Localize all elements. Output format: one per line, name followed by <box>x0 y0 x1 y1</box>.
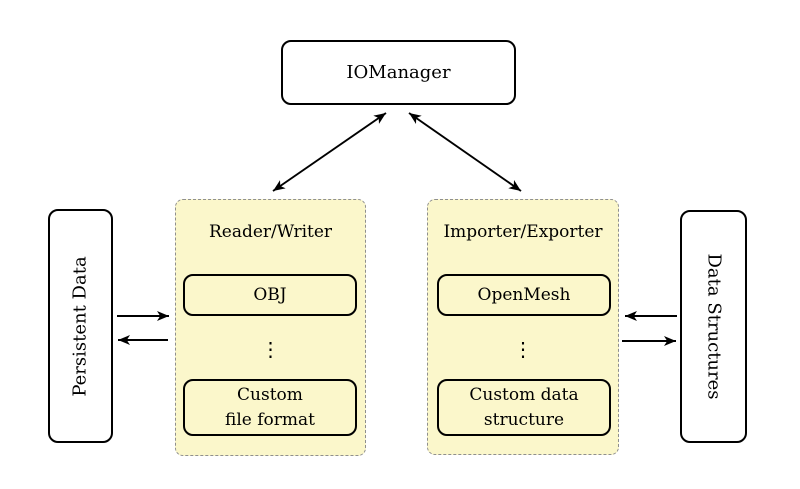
importer-exporter-title: Importer/Exporter <box>443 222 603 242</box>
custom-file-format-label: Custom file format <box>225 384 315 430</box>
iomanager-node: IOManager <box>281 40 516 105</box>
persistent-data-label: Persistent Data <box>70 255 92 397</box>
left-ellipsis: ⋮ <box>260 337 281 361</box>
right-ellipsis: ⋮ <box>513 337 533 361</box>
custom-data-structure-node: Custom data structure <box>437 379 611 436</box>
custom-file-format-node: Custom file format <box>183 379 357 436</box>
reader-writer-title: Reader/Writer <box>208 222 333 242</box>
data-structures-node: Data Structures <box>680 210 747 443</box>
obj-node: OBJ <box>183 274 357 316</box>
custom-data-structure-label: Custom data structure <box>469 384 579 430</box>
openmesh-label: OpenMesh <box>477 284 571 305</box>
arrow-io-to-reader-writer <box>272 112 387 192</box>
arrow-io-to-importer-exporter <box>408 112 522 192</box>
persistent-data-node: Persistent Data <box>48 209 113 443</box>
obj-label: OBJ <box>253 284 287 305</box>
openmesh-node: OpenMesh <box>437 274 611 316</box>
data-structures-label: Data Structures <box>703 253 725 400</box>
iomanager-label: IOManager <box>346 62 451 83</box>
